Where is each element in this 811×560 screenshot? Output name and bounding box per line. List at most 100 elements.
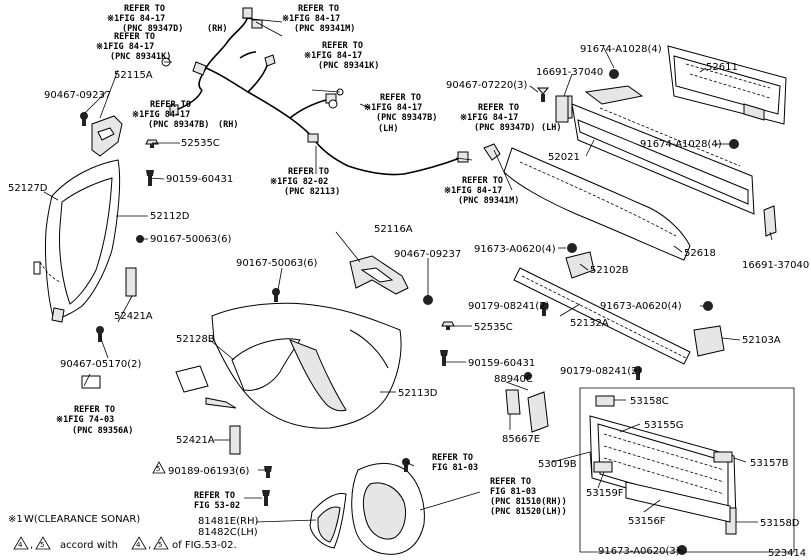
legend-tri-b: 5	[40, 541, 44, 549]
part-label: 52421A	[114, 311, 153, 322]
part-label: 91674-A1028(4)	[580, 44, 662, 55]
ref-l2: ※1FIG 84-17	[107, 14, 165, 24]
footnote-mark: ※1	[8, 514, 23, 525]
ref-l2: FIG 53-02	[194, 501, 240, 511]
legend-tri-c: 4	[136, 541, 141, 549]
part-label: 52535C	[181, 138, 220, 149]
part-label: 90467-07220(3)	[446, 80, 527, 91]
ref-l3: (PNC 89356A)	[72, 426, 133, 436]
refer-to-r4: REFER TO ※1FIG 84-17 (PNC 89341K)	[304, 41, 379, 71]
ref-l3: (PNC 81510(RH))	[490, 497, 567, 507]
screw-icon	[262, 490, 270, 506]
part-label: 52535C	[474, 322, 513, 333]
part-label: 53019B	[538, 459, 577, 470]
part-label: 16691-37040	[742, 260, 809, 271]
ref-l1: REFER TO	[490, 477, 531, 487]
ref-l2: ※1FIG 84-17	[282, 14, 340, 24]
part-label: 91673-A0620(4)	[474, 244, 556, 255]
leader-lines	[43, 17, 773, 551]
ref-l2: ※1FIG 84-17	[460, 113, 518, 123]
svg-text:5: 5	[156, 465, 160, 473]
part-label: 52021	[548, 152, 580, 163]
diagram-id: 523414	[768, 548, 806, 559]
ref-l1: REFER TO	[194, 491, 235, 501]
part-label: 52128B	[176, 334, 215, 345]
part-label: 91674-A1028(4)	[640, 139, 722, 150]
part-label: 90179-08241(2)	[560, 366, 641, 377]
part-label: 52113D	[398, 388, 438, 399]
part-label: 53158C	[630, 396, 669, 407]
ref-l4: (LH)	[378, 124, 398, 134]
footnote-text: W(CLEARANCE SONAR)	[24, 514, 140, 525]
bolts-right	[536, 69, 739, 555]
ref-l1: REFER TO	[74, 405, 115, 415]
sensor-16691-top	[555, 95, 569, 123]
sensor-plate	[81, 375, 101, 389]
absorber-52611	[667, 45, 787, 125]
ref-l3: (PNC 89347D)	[474, 123, 535, 133]
part-label: 91673-A0620(3)	[598, 546, 680, 557]
bracket-52102B	[565, 251, 595, 279]
ref-l3: (PNC 89341M)	[294, 24, 355, 34]
part-label: 52611	[706, 62, 738, 73]
refer-to-r13: REFER TO FIG 53-02	[194, 491, 240, 511]
footnote: ※1 W(CLEARANCE SONAR)	[8, 514, 140, 525]
ref-l4: (PNC 81520(LH))	[490, 507, 567, 517]
part-label: 52103A	[742, 335, 781, 346]
ref-l1: REFER TO	[114, 32, 155, 42]
ref-l2: ※1FIG 84-17	[304, 51, 362, 61]
ref-l3: (PNC 89347D)	[122, 24, 183, 34]
bolt-icon	[423, 295, 433, 305]
wire-harness	[161, 7, 501, 176]
part-label: 90179-08241(2)	[468, 301, 549, 312]
ref-l2: ※1FIG 82-02	[270, 177, 328, 187]
legend-suffix: of FIG.53-02.	[172, 540, 237, 551]
part-label: 52102B	[590, 265, 629, 276]
bumper-side-52113D	[205, 302, 402, 429]
part-label: 52421A	[176, 435, 215, 446]
refer-to-r6: REFER TO ※1FIG 84-17 (PNC 89347B) (LH)	[364, 93, 437, 134]
ref-l3: (PNC 89341K)	[110, 52, 171, 62]
svg-text:,: ,	[148, 540, 151, 551]
cover-52128B	[175, 365, 209, 393]
refer-to-r8: REFER TO ※1FIG 82-02 (PNC 82113)	[270, 167, 340, 197]
part-label: 91673-A0620(4)	[600, 301, 682, 312]
bolt-icon	[703, 301, 713, 311]
ref-l2: ※1FIG 74-03	[56, 415, 114, 425]
ref-extra: (RH)	[218, 120, 238, 130]
fog-lamp-assembly	[309, 458, 425, 555]
bracket-52115A	[91, 115, 123, 157]
part-label: 53156F	[628, 516, 666, 527]
ref-l2: ※1FIG 84-17	[364, 103, 422, 113]
part-label: 52132A	[570, 318, 609, 329]
legend-tri-a: 4	[18, 541, 23, 549]
triangle-mark-icon: 5	[152, 461, 166, 474]
part-label: 52127D	[8, 183, 48, 194]
ref-extra: (LH)	[541, 123, 561, 133]
part-label: 88940C	[494, 374, 533, 385]
svg-text:,: ,	[30, 540, 33, 551]
refer-to-r11: REFER TO FIG 81-03	[432, 453, 478, 473]
clip-icon	[441, 321, 455, 330]
ref-l1: REFER TO	[380, 93, 421, 103]
refer-to-r7: REFER TO ※1FIG 84-17 (PNC 89347D) (LH)	[460, 103, 561, 133]
part-label: 53155G	[644, 420, 684, 431]
screw-icon	[146, 170, 154, 186]
screw-icon	[440, 350, 448, 366]
part-label: 90467-09237	[394, 249, 461, 260]
refer-to-r2: REFER TO ※1FIG 84-17 (PNC 89341M)	[282, 4, 355, 34]
part-label: 90189-06193(6)	[168, 466, 249, 477]
pad-52421A-upper	[125, 267, 137, 297]
ref-l3: (PNC 89347B)	[376, 113, 437, 123]
part-label: 53158D	[760, 518, 800, 529]
refer-to-r5: REFER TO ※1FIG 84-17 (PNC 89347B) (RH)	[132, 100, 238, 130]
ref-l1: REFER TO	[432, 453, 473, 463]
refer-to-r9: REFER TO ※1FIG 84-17 (PNC 89341M)	[444, 176, 519, 206]
pad-52421A-lower	[229, 425, 241, 455]
ref-l1: REFER TO	[322, 41, 363, 51]
part-label: 52618	[684, 248, 716, 259]
refer-to-r10: REFER TO ※1FIG 74-03 (PNC 89356A)	[56, 405, 133, 436]
ref-l1: REFER TO	[150, 100, 191, 110]
bolt-icon	[609, 69, 619, 79]
